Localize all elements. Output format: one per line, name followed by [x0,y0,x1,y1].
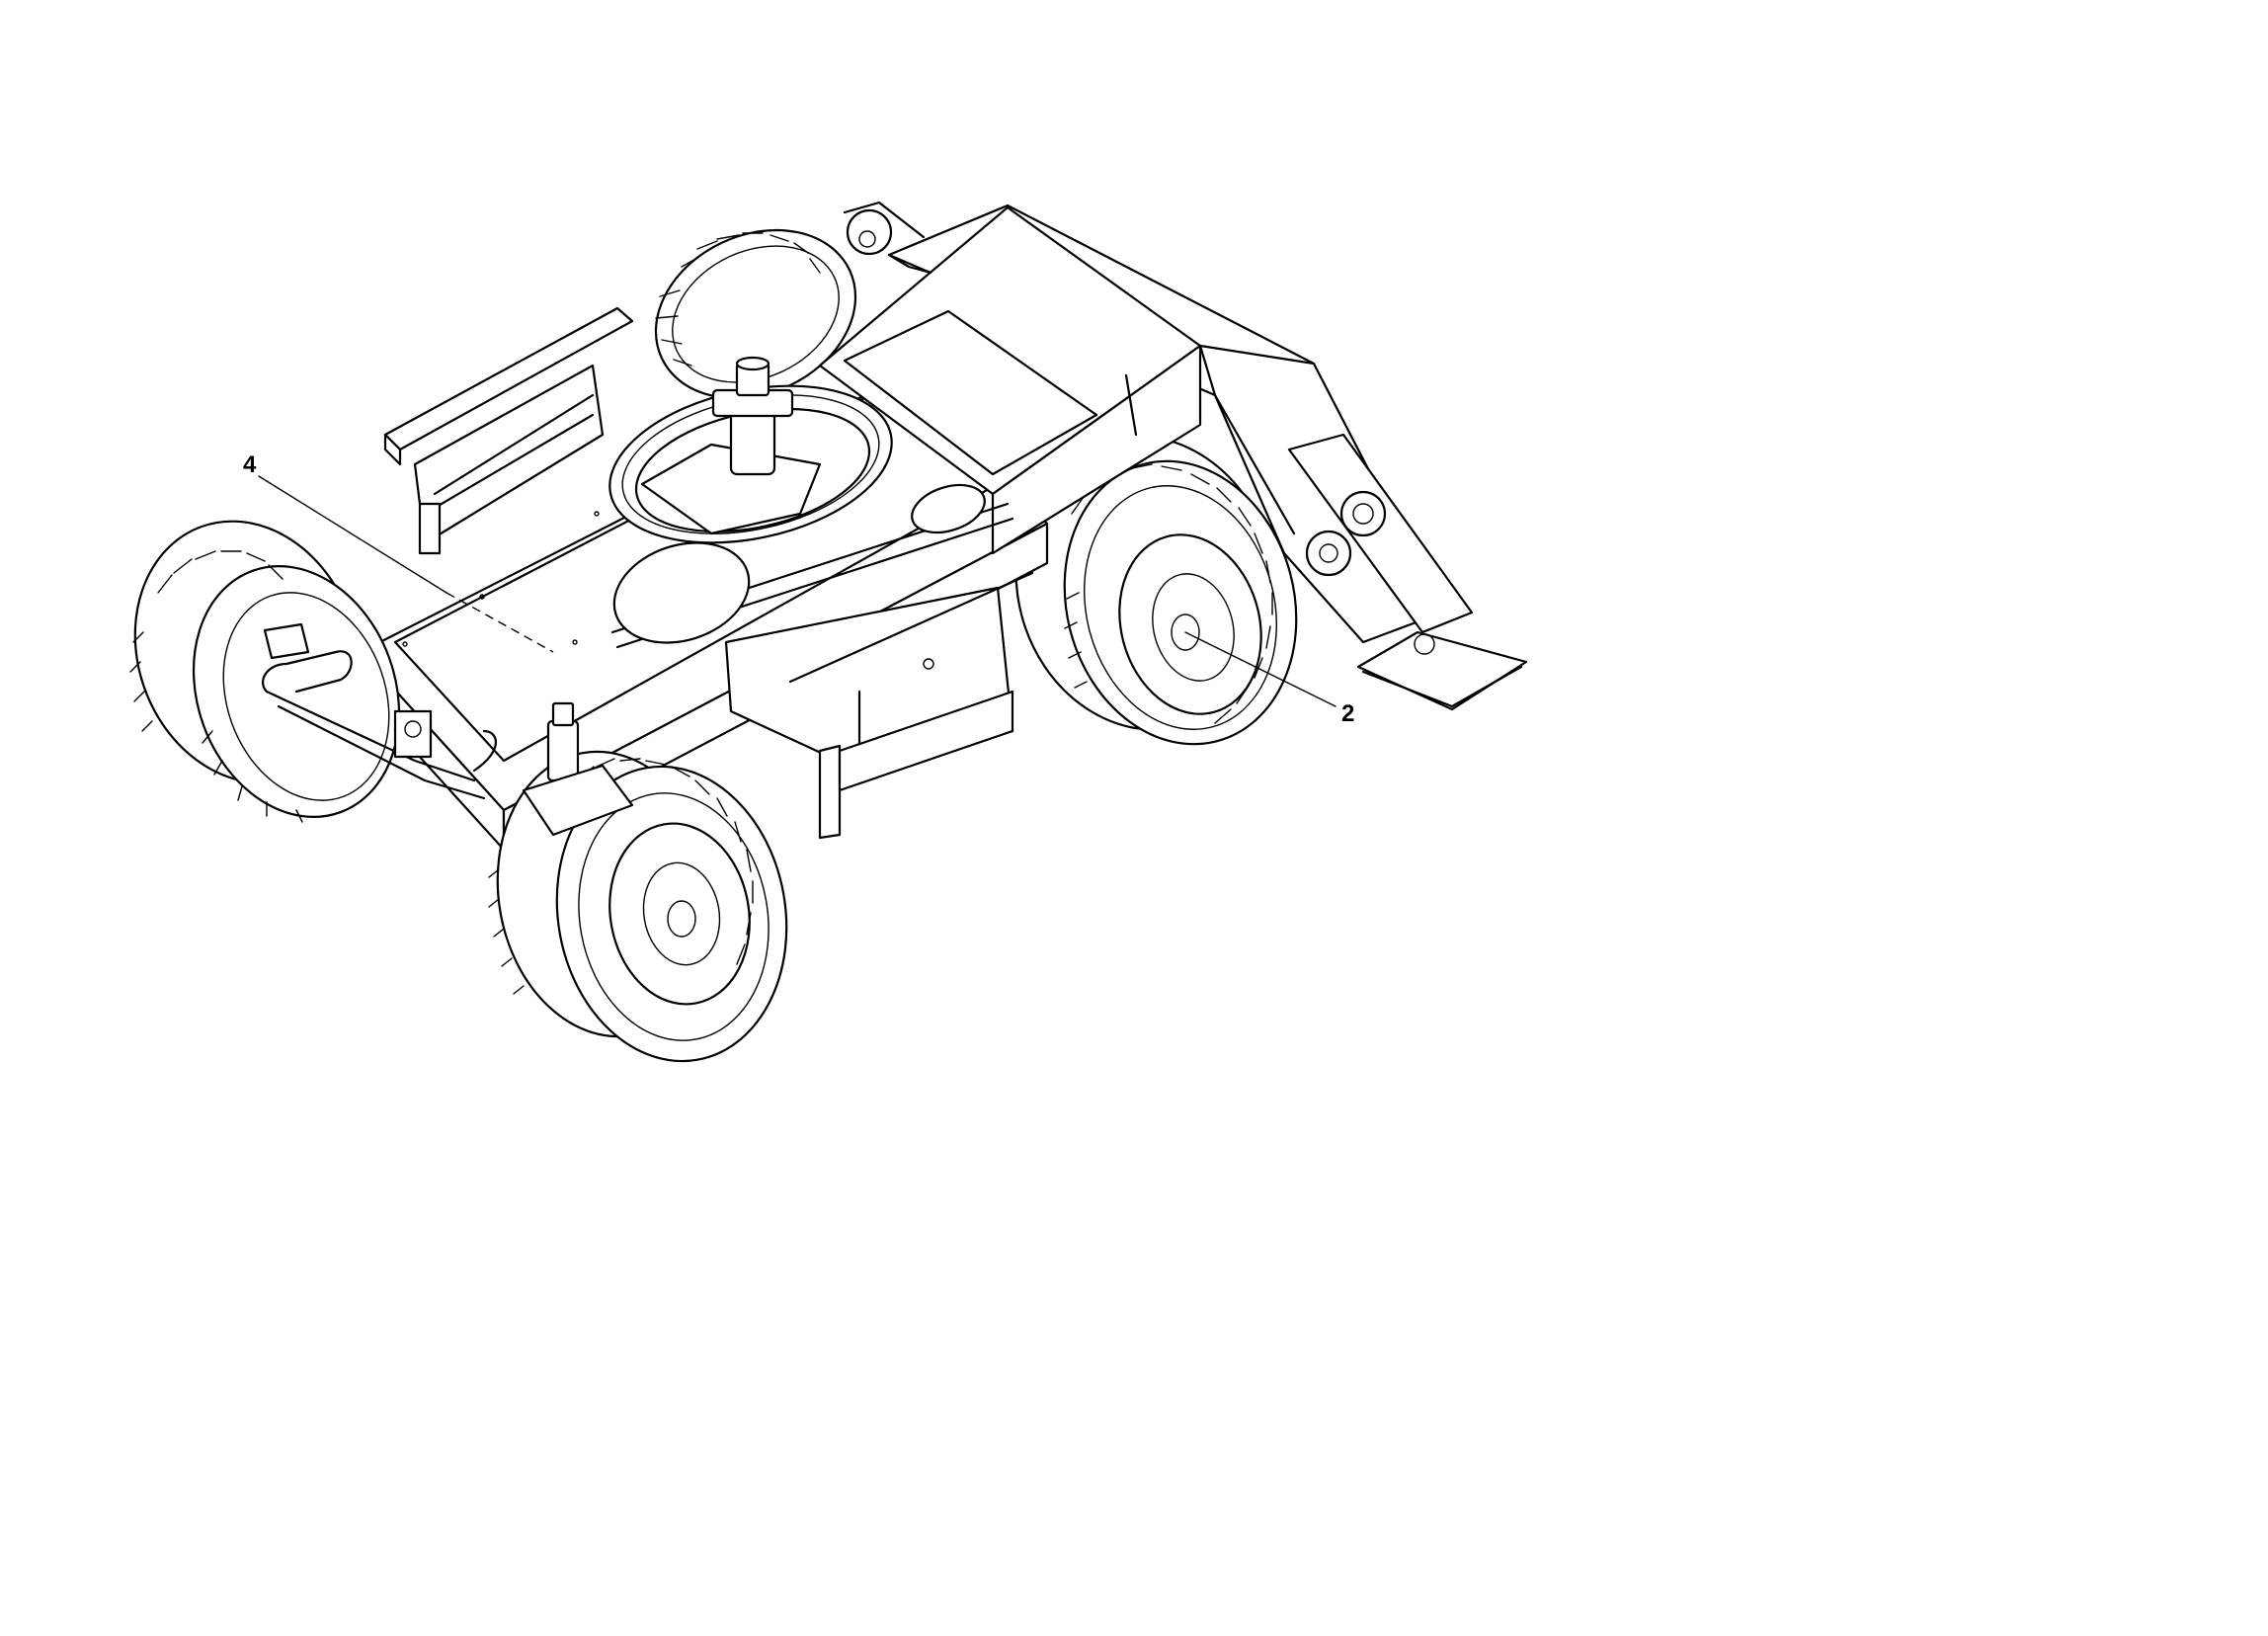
boom-arm [843,201,1528,711]
front-outrigger-bracket [383,306,634,555]
engine-housing [818,205,1202,555]
front-right-tire [488,750,788,1063]
turntable-ring [608,356,893,544]
rear-upper-tire [654,228,857,400]
callout-2: 2 [1341,700,1354,727]
rear-right-tire [1014,435,1298,746]
callout-4: 4 [243,451,257,478]
leader-line-2 [1184,631,1336,707]
jack-strut [522,701,634,837]
side-stabilizer-box [724,571,1034,840]
tow-bar [262,622,497,800]
drive-shaft [610,483,1014,649]
leader-line-4 [258,475,554,653]
front-left-tire [129,520,401,823]
vehicle-chassis-diagram: 4 2 [129,201,1528,1063]
